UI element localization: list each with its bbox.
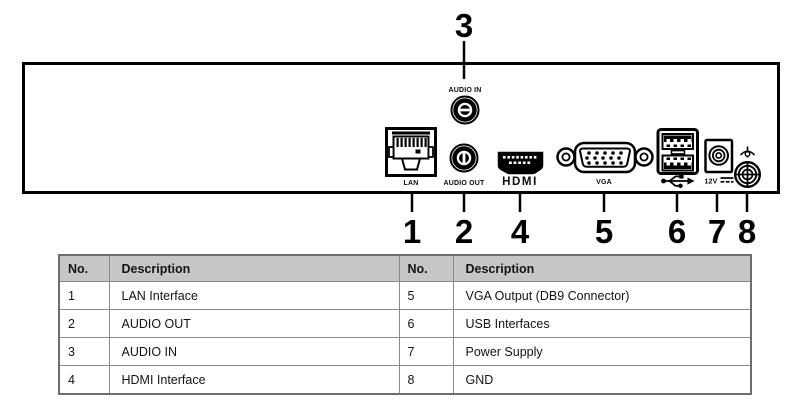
vga-label: VGA [596,179,612,186]
table-cell-description: LAN Interface [108,281,400,310]
hdmi-label: HDMI [502,176,538,188]
table-cell-no: 1 [58,281,110,310]
audio-out-label: AUDIO OUT [443,180,485,187]
callout-number-1: 1 [403,213,421,250]
table-cell-description: HDMI Interface [108,365,400,395]
callout-number-8: 8 [738,213,756,250]
hdmi-port: HDMI [497,151,544,188]
audio-out-jack: AUDIO OUT [443,143,485,187]
callout-lines [410,194,749,212]
audio-out-slot [462,152,466,164]
header-no-right: No. [398,254,454,282]
dc-symbol-icon [720,177,734,183]
table-row: 1 LAN Interface 5 VGA Output (DB9 Connec… [58,281,752,310]
table-cell-no: 8 [398,365,454,395]
table-cell-description: Power Supply [452,337,752,366]
table-cell-no: 7 [398,337,454,366]
table-cell-no: 3 [58,337,110,366]
vga-port: VGA [556,141,654,186]
hdmi-pins [503,156,537,164]
power-label: 12V [704,179,717,186]
header-no-left: No. [58,254,110,282]
vga-pins [585,151,623,165]
callout-numbers: 1 2 4 5 6 7 8 [403,213,756,250]
callout-number-3: 3 [455,7,473,44]
callout-number-6: 6 [668,213,686,250]
table-cell-description: AUDIO IN [108,337,400,366]
callout-3: 3 [455,7,473,79]
interface-description-table: No. Description No. Description 1 LAN In… [58,254,752,395]
table-cell-no: 4 [58,365,110,395]
audio-in-slot [459,108,471,112]
usb-ports [656,128,699,188]
gnd-terminal [734,146,762,188]
table-cell-description: GND [452,365,752,395]
table-cell-description: AUDIO OUT [108,309,400,338]
callout-number-5: 5 [595,213,613,250]
callout-number-2: 2 [455,213,473,250]
table-cell-description: VGA Output (DB9 Connector) [452,281,752,310]
lan-label: LAN [404,180,419,187]
table-header-row: No. Description No. Description [58,254,752,282]
audio-in-label: AUDIO IN [448,87,481,94]
power-jack: 12V [704,138,734,186]
lan-pins [396,138,427,147]
lan-port: LAN [385,127,437,187]
audio-in-jack: AUDIO IN [448,87,481,125]
table-cell-no: 5 [398,281,454,310]
table-cell-no: 6 [398,309,454,338]
table-row: 4 HDMI Interface 8 GND [58,365,752,395]
header-desc-right: Description [452,254,752,282]
table-row: 3 AUDIO IN 7 Power Supply [58,337,752,366]
table-cell-description: USB Interfaces [452,309,752,338]
table-cell-no: 2 [58,309,110,338]
callout-number-4: 4 [511,213,530,250]
callout-number-7: 7 [708,213,726,250]
usb-icon [661,174,695,188]
table-row: 2 AUDIO OUT 6 USB Interfaces [58,309,752,338]
gnd-screw [734,160,762,188]
earth-icon [739,146,756,158]
header-desc-left: Description [108,254,400,282]
